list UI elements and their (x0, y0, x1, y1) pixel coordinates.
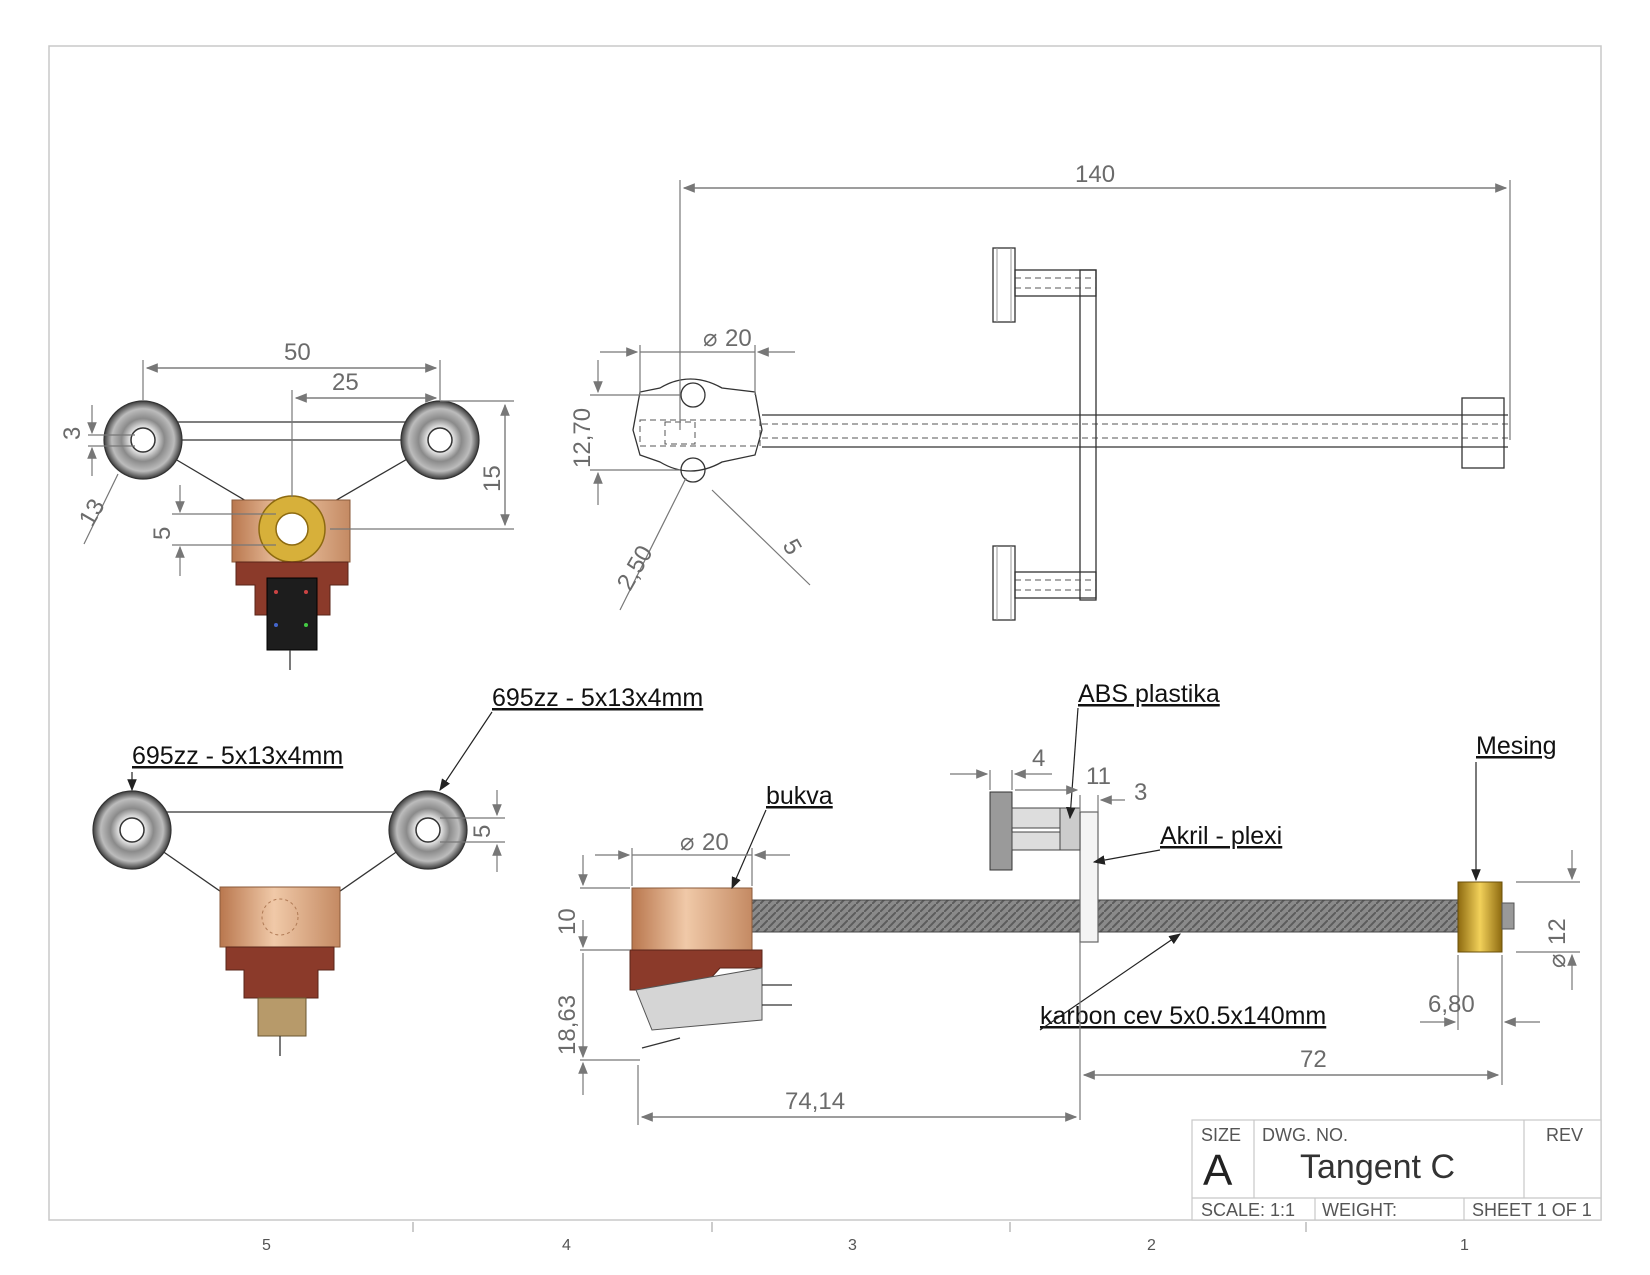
bottom-right-view: ABS plastika Akril - plexi bukva Mesing … (554, 680, 1580, 1125)
scale-label: SCALE: 1:1 (1201, 1200, 1295, 1220)
dim-label: 20 (702, 829, 729, 856)
sheet-border (48, 45, 1602, 1221)
dim-label: 3 (1134, 779, 1147, 806)
dim-label: 15 (479, 465, 506, 492)
dim-label: 50 (284, 339, 311, 366)
part-label: 695zz - 5x13x4mm (132, 742, 343, 770)
part-label: Mesing (1476, 732, 1557, 760)
rev-label: REV (1546, 1125, 1583, 1145)
dim-label: ⌀ (680, 829, 694, 856)
part-label: ABS plastika (1078, 680, 1220, 708)
dim-label: 10 (554, 908, 581, 935)
zone-label: 4 (562, 1237, 571, 1254)
part-label: bukva (766, 782, 833, 810)
dim-label: 6,80 (1428, 991, 1475, 1018)
dim-label: 4 (1032, 745, 1045, 772)
title-block: SIZE A DWG. NO. Tangent C REV SCALE: 1:1… (1191, 1119, 1602, 1221)
dim-label: 3 (59, 427, 86, 440)
part-label: Akril - plexi (1160, 822, 1282, 850)
dim-label: 72 (1300, 1046, 1327, 1073)
zone-label: 1 (1460, 1237, 1469, 1254)
dim-label: 12 (1544, 918, 1571, 945)
dim-label: 18,63 (554, 995, 581, 1055)
size-label: SIZE (1201, 1125, 1241, 1145)
bottom-left-view: 695zz - 5x13x4mm 695zz - 5x13x4mm 5 (92, 684, 703, 1056)
dim-label: ⌀ (1544, 954, 1571, 968)
top-right-view: 140 ⌀ 20 12,70 2,50 5 (569, 161, 1511, 621)
size-value: A (1203, 1146, 1233, 1195)
dim-label: 140 (1075, 161, 1115, 188)
dim-label: 20 (725, 325, 752, 352)
dim-label: 25 (332, 369, 359, 396)
dim-label: 11 (1086, 763, 1111, 790)
part-label: karbon cev 5x0.5x140mm (1040, 1002, 1326, 1030)
dim-label: 2,50 (612, 541, 659, 595)
top-left-view: 50 25 3 13 5 15 (59, 339, 514, 670)
dim-label: 5 (777, 535, 807, 560)
dim-label: 12,70 (569, 408, 596, 468)
dim-label: 5 (149, 527, 176, 540)
dim-label: ⌀ (703, 325, 717, 352)
sheet-label: SHEET 1 OF 1 (1472, 1200, 1592, 1220)
zone-label: 3 (848, 1237, 857, 1254)
drawing-title: Tangent C (1300, 1148, 1455, 1186)
weight-label: WEIGHT: (1322, 1200, 1397, 1220)
dim-label: 74,14 (785, 1088, 845, 1115)
zone-label: 2 (1147, 1237, 1156, 1254)
zone-label: 5 (262, 1237, 271, 1254)
part-label: 695zz - 5x13x4mm (492, 684, 703, 712)
zone-labels: 5 4 3 2 1 (262, 1222, 1469, 1254)
dim-label: 5 (469, 825, 496, 838)
dwg-no-label: DWG. NO. (1262, 1125, 1348, 1145)
